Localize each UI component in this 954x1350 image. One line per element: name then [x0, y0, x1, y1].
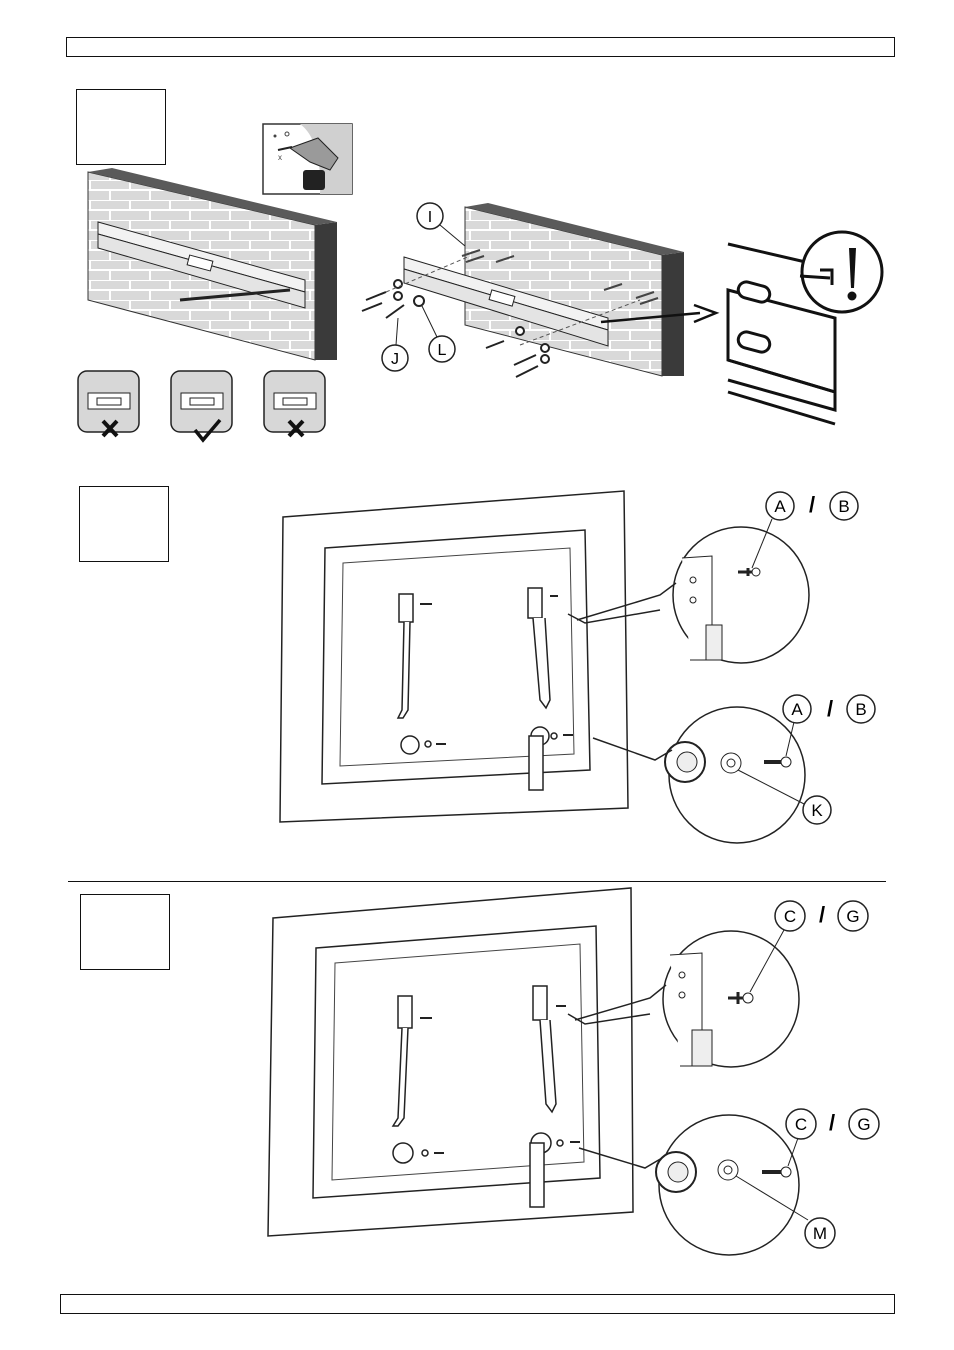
callout-slash: / [827, 696, 833, 721]
callout-G-top-step3: G [838, 901, 868, 931]
callout-C-text: C [795, 1115, 807, 1134]
level-check-wrong-1 [78, 371, 139, 436]
callout-G-bottom-step3: G [849, 1109, 879, 1139]
callout-J: J [382, 318, 408, 371]
callout-I: I [417, 203, 465, 246]
tv-back-panel-step3 [268, 888, 633, 1236]
level-check-correct [171, 371, 232, 440]
callout-B-top-step2: B [830, 492, 858, 520]
warning-zoom-circle [802, 232, 882, 312]
callout-G-text: G [857, 1115, 870, 1134]
callout-A-text: A [791, 700, 803, 719]
callout-slash: / [809, 492, 815, 517]
callout-I-text: I [428, 209, 432, 226]
callout-M: M [805, 1218, 835, 1248]
callout-J-text: J [391, 351, 399, 368]
level-check-wrong-2 [264, 371, 325, 436]
callout-M-text: M [813, 1224, 827, 1243]
callout-K: K [803, 796, 831, 824]
callout-C-text: C [784, 907, 796, 926]
callout-B-text: B [838, 497, 849, 516]
callout-B-text: B [855, 700, 866, 719]
callout-G-text: G [846, 907, 859, 926]
rail-detail-zoom [728, 232, 882, 424]
callout-A-text: A [774, 497, 786, 516]
callout-slash: / [819, 902, 825, 927]
tv-back-panel-step2 [280, 491, 628, 822]
callout-L: L [422, 306, 455, 362]
svg-text:x: x [278, 153, 282, 162]
callout-slash: / [829, 1110, 835, 1135]
drill-inset: x [263, 124, 352, 194]
callout-K-text: K [811, 801, 823, 820]
callout-B-bottom-step2: B [847, 695, 875, 723]
callout-L-text: L [438, 342, 447, 359]
